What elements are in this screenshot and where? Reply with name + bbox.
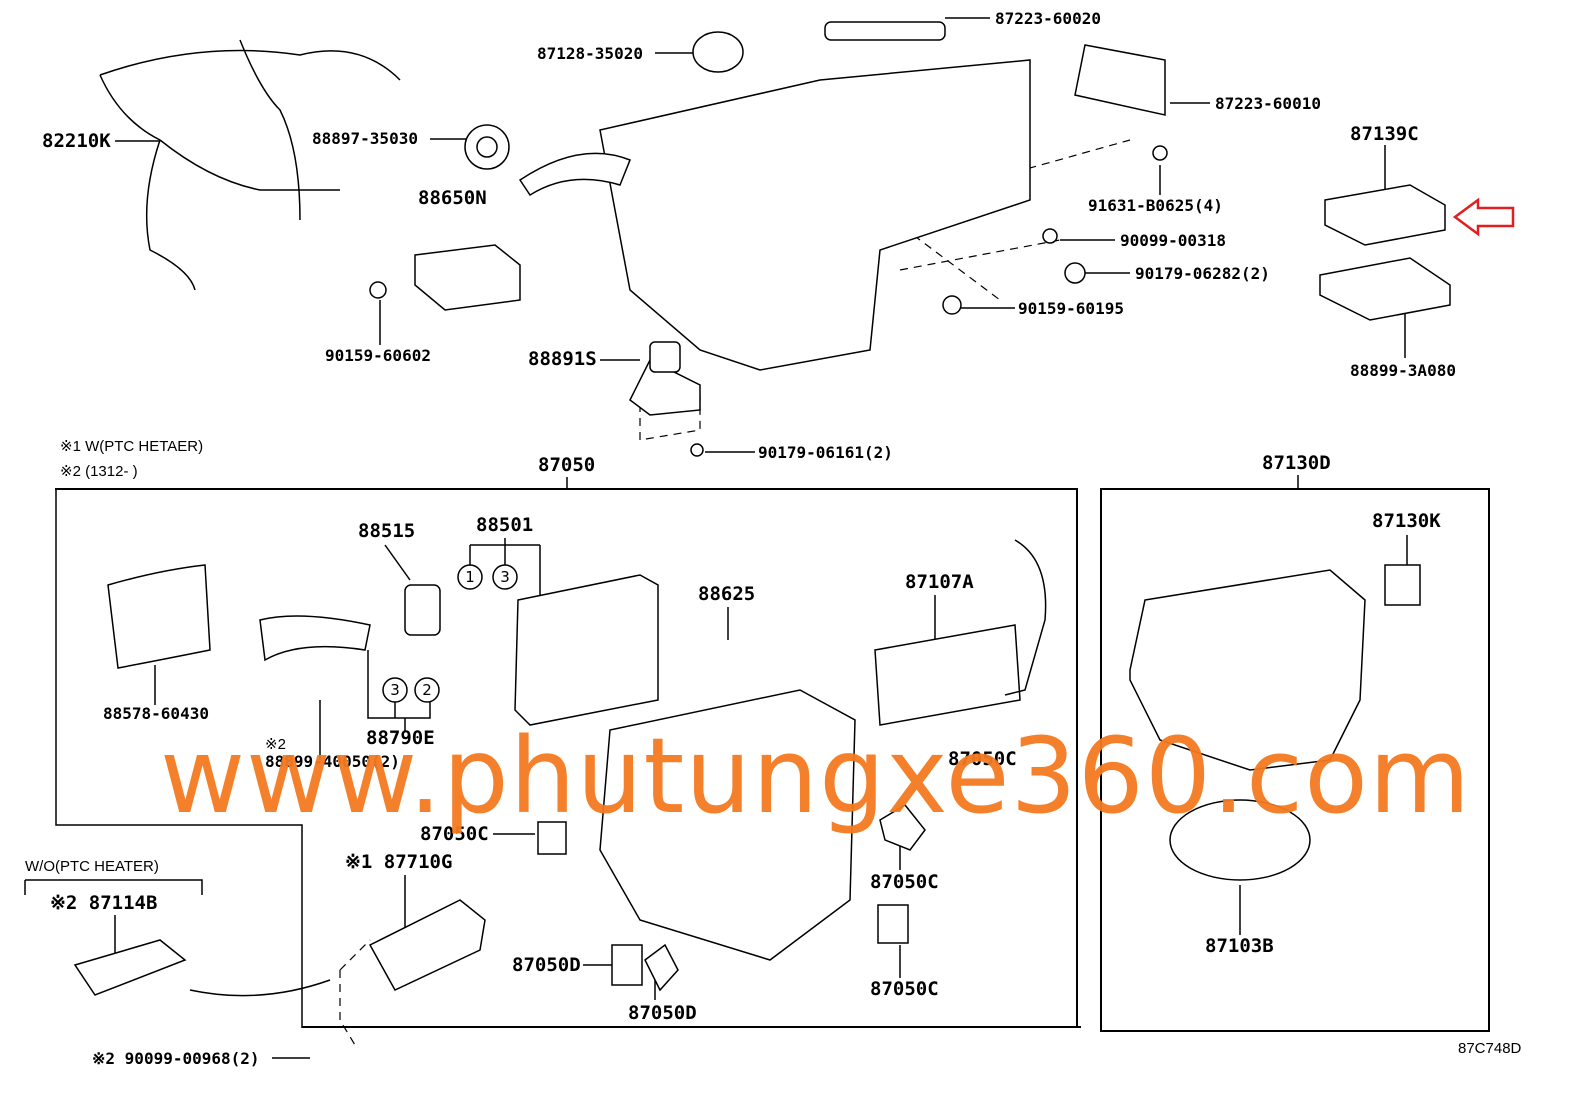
note-mark: ※2 <box>265 736 286 753</box>
part-label: 88899-40050(2) <box>265 752 400 771</box>
part-label: 90099-00318 <box>1120 231 1226 250</box>
part-87710g <box>368 899 486 991</box>
group-label-87130d: 87130D <box>1262 452 1331 474</box>
callout-2: 2 <box>422 681 432 699</box>
part-label: 88501 <box>476 514 534 536</box>
part-label: 87050D <box>512 954 581 976</box>
part-88790e-pipe <box>259 615 371 662</box>
part-88515 <box>404 584 441 636</box>
heater-unit-assembly <box>599 59 1031 371</box>
part-label: 82210K <box>42 130 111 152</box>
part-label: 87223-60010 <box>1215 94 1321 113</box>
callout-3: 3 <box>500 568 510 586</box>
part-label: 90179-06282(2) <box>1135 264 1270 283</box>
part-label: 88515 <box>358 520 416 542</box>
part-label: 88899-3A080 <box>1350 361 1456 380</box>
hose <box>518 152 631 197</box>
part-87050d <box>611 944 643 986</box>
part-label: ※1 87710G <box>345 851 453 873</box>
part-label: 87103B <box>1205 935 1274 957</box>
part-label: 91631-B0625(4) <box>1088 196 1223 215</box>
group-box-87050 <box>55 488 1078 1028</box>
note-wo-ptc: W/O(PTC HEATER) <box>25 858 159 875</box>
part-label: 88891S <box>528 348 597 370</box>
part-87223-60020 <box>824 21 946 41</box>
part-label: 88790E <box>366 727 435 749</box>
part-label: 88625 <box>698 583 756 605</box>
part-label: 87050C <box>948 748 1017 770</box>
part-label: 87107A <box>905 571 974 593</box>
part-88650n <box>414 244 521 311</box>
part-87114b <box>73 939 187 996</box>
part-88578-60430 <box>107 564 211 669</box>
heater-unit-87050 <box>599 689 856 961</box>
part-87139c-filter <box>1324 184 1446 246</box>
group-label-87050: 87050 <box>538 454 596 476</box>
part-87103b-fan <box>1169 799 1311 881</box>
part-87050c <box>537 821 567 855</box>
group-box-87130d <box>1100 488 1490 1032</box>
highlight-arrow-icon <box>1452 197 1515 237</box>
part-label: 87050C <box>870 871 939 893</box>
part-87223-60010 <box>1074 44 1166 116</box>
part-label: 87223-60020 <box>995 9 1101 28</box>
note-2: ※2 (1312- ) <box>60 463 138 480</box>
callout-1: 1 <box>465 568 475 586</box>
part-label: 88578-60430 <box>103 704 209 723</box>
part-label: 90159-60195 <box>1018 299 1124 318</box>
part-label: 88897-35030 <box>312 129 418 148</box>
part-87107a-heater-core <box>874 624 1021 726</box>
part-label: 90159-60602 <box>325 346 431 365</box>
note-1: ※1 W(PTC HETAER) <box>60 438 204 455</box>
part-87050c-c <box>877 904 909 944</box>
part-label: 90179-06161(2) <box>758 443 893 462</box>
part-label: 87130K <box>1372 510 1441 532</box>
blower-assembly-87130d <box>1129 569 1366 771</box>
part-88891s <box>629 358 701 416</box>
diagram-code: 87C748D <box>1458 1040 1522 1057</box>
part-label: ※2 90099-00968(2) <box>92 1049 260 1068</box>
wire-harness-shape <box>99 39 401 291</box>
part-label: ※2 87114B <box>50 892 158 914</box>
part-87050c-b <box>879 804 926 851</box>
part-label: 87128-35020 <box>537 44 643 63</box>
watermark: www.phutungxe360.com <box>160 715 1472 837</box>
part-87130k <box>1384 564 1421 606</box>
part-88899-3a080 <box>1319 257 1451 321</box>
part-87128-35020 <box>692 31 744 73</box>
part-label: 87050C <box>420 823 489 845</box>
part-87050d-b <box>644 943 679 992</box>
part-label: 87139C <box>1350 123 1419 145</box>
part-88501-evaporator <box>514 574 659 726</box>
part-label: 87050D <box>628 1002 697 1024</box>
part-label: 88650N <box>418 187 487 209</box>
part-label: 87050C <box>870 978 939 1000</box>
callout-3b: 3 <box>390 681 400 699</box>
